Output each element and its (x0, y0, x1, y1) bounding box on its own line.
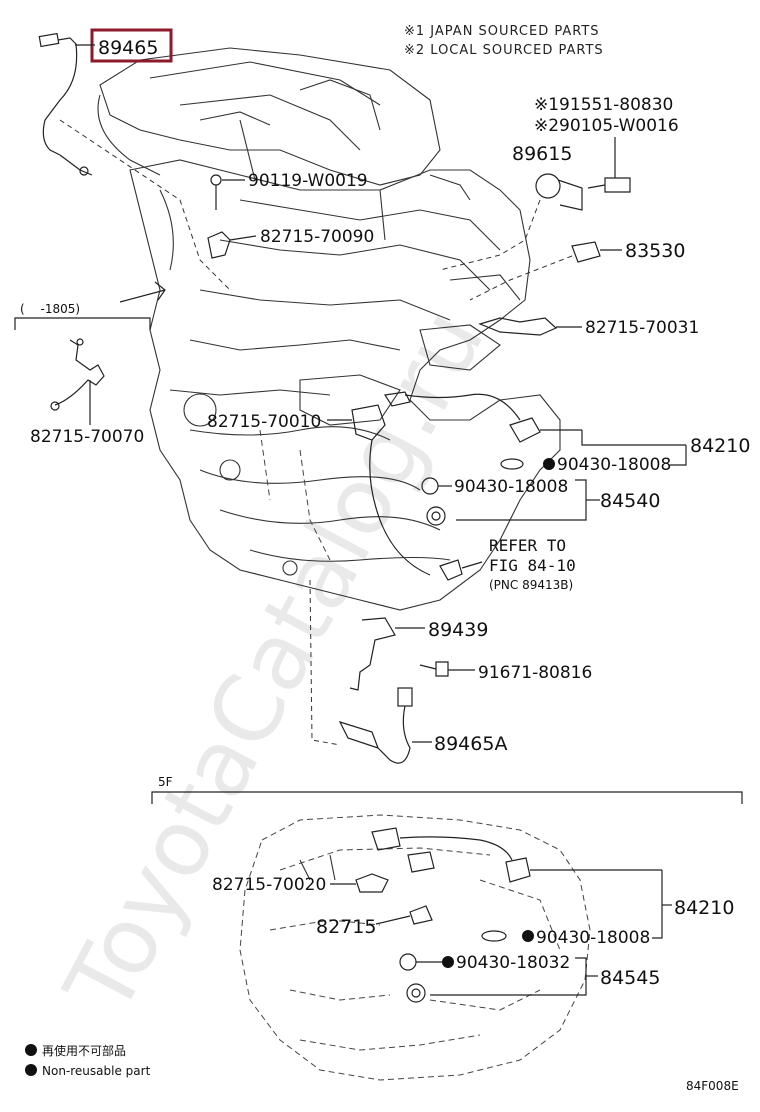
date-range-bracket (14, 317, 151, 330)
arrow-icon (119, 281, 166, 303)
part-90119-w0019[interactable]: 90119-W0019 (248, 171, 368, 191)
oxygen-sensor-upper (38, 32, 93, 176)
engine-illustration (97, 47, 561, 611)
bolt-icon-91671 (419, 661, 449, 677)
part-82715-70090[interactable]: 82715-70090 (260, 227, 374, 247)
legend-non-reusable-jp: 再使用不可部品 (42, 1043, 126, 1058)
part-89615[interactable]: 89615 (512, 143, 572, 165)
part-90430-18008-a[interactable]: 90430-18008 (557, 455, 671, 475)
part-82715-70020[interactable]: 82715-70020 (212, 875, 326, 895)
note-japan-sourced: ※1 JAPAN SOURCED PARTS (404, 24, 600, 39)
pressure-switch-icon (426, 506, 446, 526)
bolt-icon (587, 177, 631, 193)
switch-assy-lower-icon (371, 827, 531, 942)
refer-to-line1: REFER TO (489, 536, 566, 555)
part-90430-18032[interactable]: 90430-18032 (456, 953, 570, 973)
non-reusable-dot (543, 458, 555, 470)
leader-dash-knock (439, 199, 541, 271)
part-89439[interactable]: 89439 (428, 619, 488, 641)
pressure-switch-lower-icon (406, 983, 426, 1003)
part-83530[interactable]: 83530 (625, 240, 685, 262)
oil-pressure-switch-icon (571, 241, 601, 263)
sensor-wire-inset-icon (50, 338, 105, 411)
part-90105-w0016[interactable]: ※290105-W0016 (534, 116, 679, 136)
switch-assy-icon (500, 417, 541, 470)
oxygen-sensor-lower-icon (338, 687, 413, 764)
bracket-icon-89439 (349, 617, 396, 691)
leader-dash-83530 (469, 255, 573, 301)
harness-bracket-icon-70031 (478, 317, 558, 336)
section-label-5f: 5F (158, 775, 173, 789)
leader-82715 (375, 915, 411, 925)
part-82715-70010[interactable]: 82715-70010 (207, 412, 321, 432)
part-84545[interactable]: 84545 (600, 967, 660, 989)
speed-sensor-icon (439, 559, 483, 581)
refer-to-pnc: (PNC 89413B) (489, 578, 573, 592)
part-84540[interactable]: 84540 (600, 490, 660, 512)
legend-dot-jp (25, 1044, 37, 1056)
part-89465[interactable]: 89465 (98, 37, 158, 59)
bolt-icon-90119 (210, 174, 222, 210)
part-82715-70031[interactable]: 82715-70031 (585, 318, 699, 338)
bracket-84210-a (670, 445, 687, 466)
part-84210-b[interactable]: 84210 (674, 897, 734, 919)
part-90430-18008-b[interactable]: 90430-18008 (454, 477, 568, 497)
part-91671-80816[interactable]: 91671-80816 (478, 663, 592, 683)
refer-to-line2[interactable]: FIG 84-10 (489, 556, 576, 575)
non-reusable-dot (522, 930, 534, 942)
part-89465a[interactable]: 89465A (434, 733, 507, 755)
knock-sensor-icon (535, 173, 583, 211)
leader-82715-70090 (229, 235, 257, 241)
bracket-icon-82715 (409, 905, 433, 925)
non-reusable-dot (442, 956, 454, 968)
legend-non-reusable-en: Non-reusable part (42, 1064, 151, 1078)
connector-bracket-icon (351, 391, 521, 576)
legend-dot-en (25, 1064, 37, 1076)
part-82715[interactable]: 82715 (316, 916, 376, 938)
date-range-label: ( -1805) (20, 302, 80, 316)
bracket-84210-b (652, 870, 663, 939)
bracket-icon-70020 (355, 873, 389, 893)
part-91551-80830[interactable]: ※191551-80830 (534, 95, 673, 115)
bracket-icon-70090 (207, 231, 231, 259)
figure-code: 84F008E (686, 1079, 739, 1093)
leader-84210-a-h (581, 430, 686, 446)
section-bracket-5f (151, 791, 743, 804)
transmission-illustration (239, 814, 591, 1081)
part-90430-18008-c[interactable]: 90430-18008 (536, 928, 650, 948)
part-82715-70070[interactable]: 82715-70070 (30, 427, 144, 447)
leader-dash (59, 119, 231, 291)
note-local-sourced: ※2 LOCAL SOURCED PARTS (404, 43, 604, 58)
gasket-icon-lower (399, 953, 417, 971)
part-84210-a[interactable]: 84210 (690, 435, 750, 457)
